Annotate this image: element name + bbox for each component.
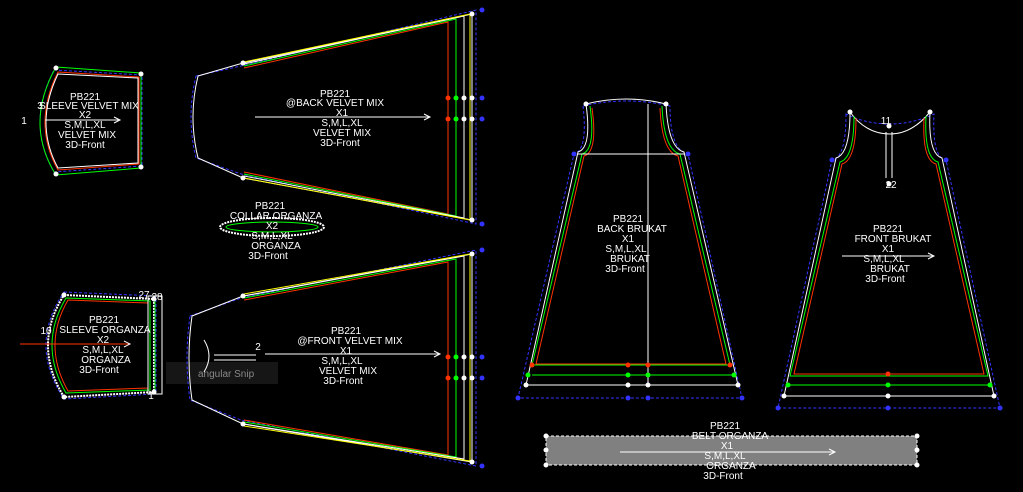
belt-material: ORGANZA — [706, 461, 756, 472]
front-velvet-code: PB221 — [331, 326, 361, 337]
back-velvet-code: PB221 — [320, 89, 350, 100]
sleeve-velvet-material: VELVET MIX — [58, 130, 116, 141]
back-brukat-material: BRUKAT — [610, 254, 650, 265]
front-brukat-sizes: S,M,L,XL — [863, 254, 905, 265]
collar-name: COLLAR ORGANZA — [230, 211, 323, 222]
front-brukat-marker-bottom: 22 — [885, 180, 897, 191]
piece-back-velvet[interactable]: PB221 @BACK VELVET MIX X1 S,M,L,XL VELVE… — [190, 7, 485, 227]
piece-front-brukat[interactable]: 11 22 PB221 FRONT BRUKAT X1 S,M,L,XL BRU… — [775, 109, 1003, 411]
belt-name: BELT ORGANZA — [692, 431, 769, 442]
sleeve-velvet-mode: 3D-Front — [65, 140, 105, 151]
front-brukat-code: PB221 — [873, 224, 903, 235]
sleeve-velvet-marker-right: 3 — [37, 101, 43, 112]
collar-sizes: S,M,L,XL — [251, 231, 293, 242]
sleeve-organza-code: PB221 — [89, 315, 119, 326]
sleeve-organza-mode: 3D-Front — [79, 365, 119, 376]
sleeve-organza-marker-top2: 28 — [151, 292, 163, 303]
sleeve-organza-marker-left: 10 — [40, 326, 52, 337]
sleeve-organza-qty: X2 — [97, 335, 110, 346]
sleeve-velvet-qty: X2 — [79, 110, 92, 121]
piece-sleeve-velvet[interactable]: PB221 SLEEVE VELVET MIX X2 S,M,L,XL VELV… — [21, 65, 144, 177]
sleeve-velvet-name: SLEEVE VELVET MIX — [39, 101, 139, 112]
collar-mode: 3D-Front — [248, 251, 288, 262]
sleeve-organza-material: ORGANZA — [81, 355, 131, 366]
front-brukat-name: FRONT BRUKAT — [855, 234, 932, 245]
sleeve-organza-marker-bottom: 1 — [148, 391, 154, 402]
belt-sizes: S,M,L,XL — [704, 451, 746, 462]
sleeve-organza-sizes: S,M,L,XL — [82, 345, 124, 356]
snip-overlay: angular Snip — [166, 362, 278, 384]
back-velvet-qty: X1 — [336, 108, 349, 119]
back-brukat-sizes: S,M,L,XL — [605, 244, 647, 255]
collar-code: PB221 — [255, 201, 285, 212]
back-brukat-mode: 3D-Front — [605, 264, 645, 275]
belt-qty: X1 — [721, 441, 734, 452]
back-velvet-sizes: S,M,L,XL — [321, 118, 363, 129]
front-velvet-qty: X1 — [340, 346, 353, 357]
piece-sleeve-organza[interactable]: PB221 SLEEVE ORGANZA X2 S,M,L,XL ORGANZA… — [20, 290, 163, 402]
front-velvet-name: @FRONT VELVET MIX — [297, 336, 403, 347]
back-brukat-name: BACK BRUKAT — [597, 224, 667, 235]
back-velvet-material: VELVET MIX — [313, 128, 371, 139]
back-brukat-qty: X1 — [622, 234, 635, 245]
front-brukat-qty: X1 — [882, 244, 895, 255]
sleeve-organza-marker-top1: 27 — [138, 290, 150, 301]
piece-belt[interactable]: PB221 BELT ORGANZA X1 S,M,L,XL ORGANZA 3… — [543, 421, 920, 482]
back-velvet-name: @BACK VELVET MIX — [286, 98, 384, 109]
piece-collar[interactable]: PB221 COLLAR ORGANZA X2 S,M,L,XL ORGANZA… — [219, 201, 325, 262]
front-velvet-mode: 3D-Front — [323, 376, 363, 387]
sleeve-organza-name: SLEEVE ORGANZA — [59, 325, 150, 336]
front-velvet-material: VELVET MIX — [319, 366, 377, 377]
belt-mode: 3D-Front — [703, 471, 743, 482]
front-velvet-sizes: S,M,L,XL — [321, 356, 363, 367]
front-brukat-marker-top: 11 — [881, 116, 892, 127]
sleeve-velvet-code: PB221 — [70, 92, 100, 103]
belt-code: PB221 — [710, 421, 740, 432]
snip-overlay-text: angular Snip — [198, 369, 255, 380]
back-velvet-mode: 3D-Front — [320, 138, 360, 149]
sleeve-velvet-marker-left: 1 — [21, 116, 27, 127]
piece-front-velvet[interactable]: PB221 @FRONT VELVET MIX X1 S,M,L,XL VELV… — [186, 247, 485, 469]
collar-qty: X2 — [266, 221, 279, 232]
collar-material: ORGANZA — [251, 241, 301, 252]
piece-back-brukat[interactable]: PB221 BACK BRUKAT X1 S,M,L,XL BRUKAT 3D-… — [515, 98, 745, 401]
front-velvet-marker: 2 — [255, 342, 261, 353]
sleeve-velvet-sizes: S,M,L,XL — [64, 120, 106, 131]
front-brukat-material: BRUKAT — [870, 264, 910, 275]
back-brukat-code: PB221 — [613, 214, 643, 225]
front-brukat-mode: 3D-Front — [865, 274, 905, 285]
